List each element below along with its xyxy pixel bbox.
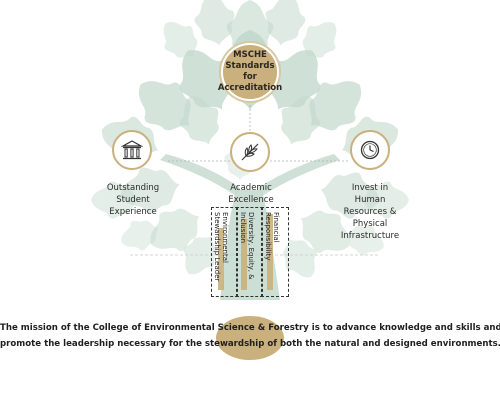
pillar-label-line: Financial xyxy=(272,212,280,243)
oak-leaf xyxy=(300,210,350,253)
pillar-bar xyxy=(218,228,224,290)
academic-excellence-node xyxy=(230,132,270,172)
oak-leaf xyxy=(361,181,409,219)
label-line: Human xyxy=(354,195,386,205)
oak-leaf xyxy=(91,181,139,219)
tree-trunk xyxy=(220,190,280,300)
student-experience-label: Outstanding Student Experience xyxy=(98,182,168,218)
pillar-bar xyxy=(267,214,273,290)
msche-line-3: Accreditation xyxy=(217,83,283,93)
label-line: Excellence xyxy=(228,195,274,205)
clock-icon xyxy=(360,140,380,160)
msche-standards-node: MSCHE Standards for Accreditation xyxy=(217,43,283,101)
oak-leaf xyxy=(194,0,235,46)
pillar-label-diversity: Diversity, Equity, & Inclusion xyxy=(239,212,255,294)
oak-leaf xyxy=(269,50,321,110)
oak-leaf xyxy=(120,167,180,214)
label-line: Academic xyxy=(230,183,272,193)
laurel-leaf-icon xyxy=(241,143,259,161)
msche-line-1: MSCHE xyxy=(233,50,267,60)
label-line: Student xyxy=(116,195,150,205)
label-line: Infrastructure xyxy=(340,231,400,241)
pillar-label-line: Responsibility xyxy=(264,212,272,261)
pillar-label-line: Inclusion xyxy=(239,212,247,244)
oak-leaf xyxy=(281,95,321,145)
mission-line-1: The mission of the College of Environmen… xyxy=(0,323,500,333)
oak-leaf xyxy=(179,95,219,145)
oak-leaf xyxy=(346,225,384,256)
pillar-environmental-stewardship xyxy=(211,207,238,297)
oak-leaf xyxy=(121,220,159,251)
tree-branch-right xyxy=(258,154,340,196)
label-line: Experience xyxy=(109,207,157,217)
oak-leaf xyxy=(179,50,231,110)
oak-leaf xyxy=(302,22,337,58)
columns-icon xyxy=(121,140,143,160)
pillar-diversity-equity-inclusion xyxy=(236,207,263,297)
student-experience-node xyxy=(112,130,152,170)
resources-infrastructure-label: Invest in Human Resources & Physical Inf… xyxy=(330,182,410,242)
oak-leaf xyxy=(320,172,380,219)
label-line: Outstanding xyxy=(106,183,160,193)
pillar-financial-responsibility xyxy=(261,207,289,297)
academic-excellence-label: Academic Excellence xyxy=(213,182,289,206)
pillar-bar xyxy=(241,219,247,290)
pillar-label-environmental: Environmental Stewardship Leader xyxy=(213,212,229,294)
pillar-label-line: Environmental xyxy=(221,212,229,263)
pillar-label-line: Stewardship Leader xyxy=(213,212,221,282)
oak-leaf xyxy=(283,238,317,278)
trunk-base xyxy=(216,316,284,360)
resources-infrastructure-node xyxy=(350,130,390,170)
oak-leaf xyxy=(265,0,306,46)
label-line: Physical xyxy=(352,219,388,229)
oak-leaf xyxy=(139,81,191,131)
oak-leaf xyxy=(309,81,361,131)
tree-branch-left xyxy=(160,154,240,196)
oak-leaf xyxy=(163,22,198,58)
pillar-label-financial: Financial Responsibility xyxy=(264,212,280,294)
pillar-label-line: Diversity, Equity, & xyxy=(247,212,255,280)
label-line: Invest in xyxy=(351,183,389,193)
mission-statement: The mission of the College of Environmen… xyxy=(0,320,500,352)
oak-leaf xyxy=(150,208,200,251)
mission-line-2: promote the leadership necessary for the… xyxy=(0,339,500,349)
msche-line-2: Standards for xyxy=(225,61,275,82)
label-line: Resources & xyxy=(343,207,397,217)
